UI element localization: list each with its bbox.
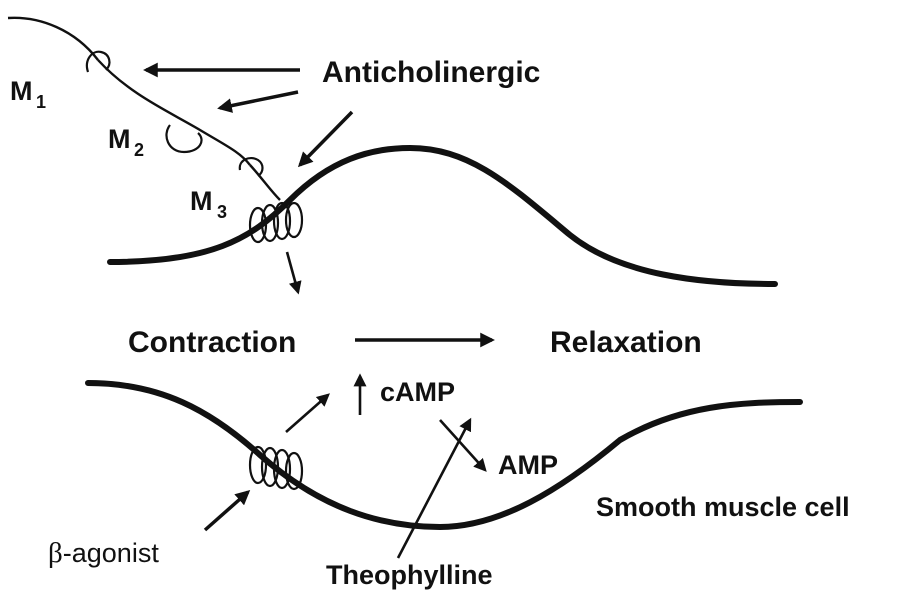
svg-text:M: M <box>10 76 33 106</box>
relaxation-label: Relaxation <box>550 326 702 359</box>
theophylline-inhibition-arrow <box>398 420 470 558</box>
camp-label: cAMP <box>380 377 455 407</box>
amp-label: AMP <box>498 450 558 480</box>
svg-text:1: 1 <box>36 92 46 112</box>
m3-membrane-receptor <box>250 203 302 242</box>
upper-membrane <box>110 148 775 284</box>
beta-agonist-arrow <box>205 492 248 530</box>
nerve-ending <box>8 18 280 200</box>
receptor-to-contraction-arrow <box>287 252 298 292</box>
svg-text:3: 3 <box>217 202 227 222</box>
contraction-label: Contraction <box>128 326 296 359</box>
svg-text:M: M <box>190 186 213 216</box>
beta-receptor-to-camp-arrow <box>286 395 328 432</box>
anticholinergic-to-m2-arrow <box>220 92 298 108</box>
theophylline-label: Theophylline <box>326 560 493 590</box>
anticholinergic-to-m3-arrow <box>300 112 352 165</box>
svg-text:2: 2 <box>134 140 144 160</box>
m2-label: M 2 <box>108 124 144 160</box>
m1-label: M 1 <box>10 76 46 112</box>
smooth-muscle-cell-label: Smooth muscle cell <box>596 492 850 522</box>
svg-text:M: M <box>108 124 131 154</box>
anticholinergic-label: Anticholinergic <box>322 56 540 89</box>
beta-agonist-label: β-agonist <box>48 537 159 569</box>
m3-label: M 3 <box>190 186 227 222</box>
